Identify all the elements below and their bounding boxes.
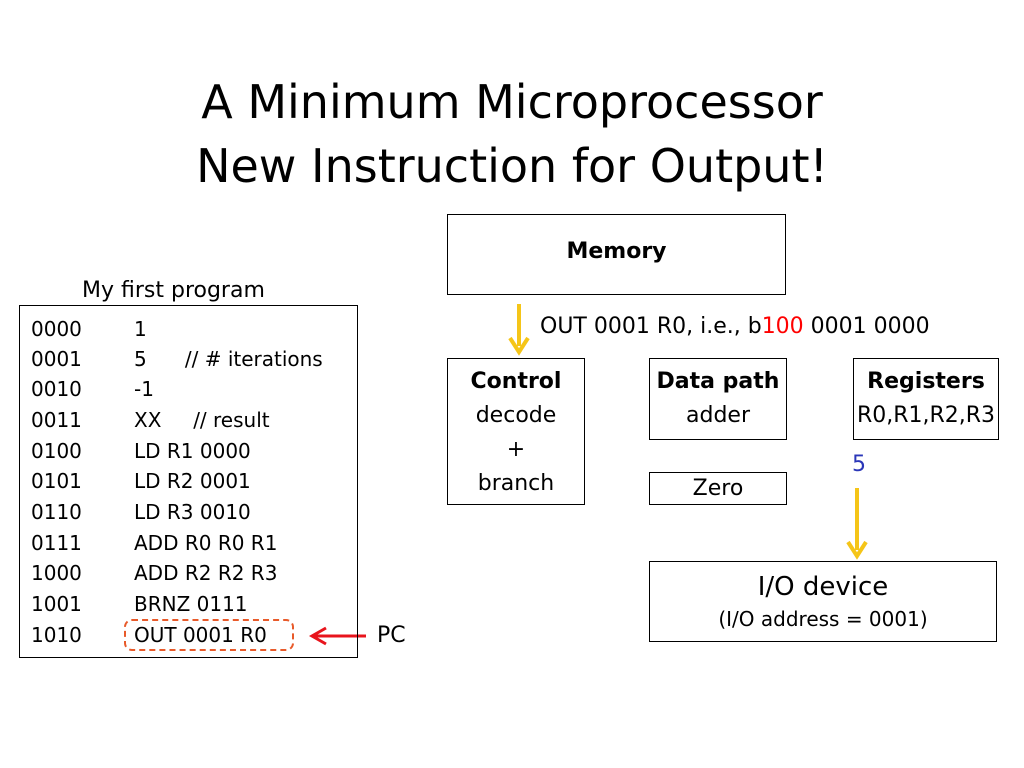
- program-instruction: LD R1 0000: [134, 439, 251, 463]
- registers-line: R0,R1,R2,R3: [856, 403, 996, 428]
- control-title: Control: [470, 369, 562, 394]
- program-address: 0001: [31, 347, 82, 371]
- program-address: 1000: [31, 561, 82, 585]
- control-line-branch: branch: [477, 471, 555, 496]
- program-address: 1001: [31, 592, 82, 616]
- out-instruction-label: OUT 0001 R0, i.e., b100 0001 0000: [540, 312, 930, 342]
- program-label: My first program: [82, 278, 265, 303]
- datapath-title: Data path: [656, 369, 780, 394]
- io-subtitle: (I/O address = 0001): [718, 607, 928, 631]
- control-box: Control decode + branch: [447, 358, 585, 505]
- pc-highlight: [124, 619, 294, 651]
- registers-to-io-arrow: [846, 488, 868, 560]
- registers-box: Registers R0,R1,R2,R3: [853, 358, 999, 440]
- control-line-decode: decode: [475, 403, 557, 428]
- program-instruction: 1: [134, 317, 147, 341]
- memory-label: Memory: [566, 239, 667, 264]
- control-line-plus: +: [506, 437, 526, 462]
- program-instruction: LD R2 0001: [134, 469, 251, 493]
- program-instruction: LD R3 0010: [134, 500, 251, 524]
- datapath-box: Data path adder: [649, 358, 787, 440]
- pc-label: PC: [377, 623, 406, 648]
- program-instruction: XX // result: [134, 408, 270, 432]
- program-listing: 0000 1 0001 5 // # iterations 0010 -1 0011 X…: [19, 305, 358, 658]
- program-instruction: -1: [134, 377, 154, 401]
- out-suffix: 0001 0000: [803, 314, 930, 339]
- program-address: 0011: [31, 408, 82, 432]
- memory-to-control-arrow: [508, 304, 530, 356]
- program-instruction: ADD R2 R2 R3: [134, 561, 278, 585]
- program-address: 1010: [31, 623, 82, 647]
- program-instruction: BRNZ 0111: [134, 592, 248, 616]
- program-instruction: OUT 0001 R0: [134, 623, 267, 647]
- registers-title: Registers: [867, 369, 985, 394]
- program-instruction: 5 // # iterations: [134, 347, 323, 371]
- program-address: 0110: [31, 500, 82, 524]
- program-address: 0101: [31, 469, 82, 493]
- zero-box: Zero: [649, 472, 787, 505]
- io-title: I/O device: [757, 572, 889, 602]
- io-device-box: I/O device (I/O address = 0001): [649, 561, 997, 642]
- slide-title: A Minimum Microprocessor New Instruction…: [0, 70, 1024, 198]
- title-line-2: New Instruction for Output!: [196, 139, 828, 193]
- program-instruction: ADD R0 R0 R1: [134, 531, 278, 555]
- program-address: 0100: [31, 439, 82, 463]
- title-line-1: A Minimum Microprocessor: [201, 75, 823, 129]
- out-opcode: 100: [761, 314, 804, 339]
- out-prefix: OUT 0001 R0, i.e., b: [540, 314, 762, 339]
- datapath-line: adder: [686, 403, 750, 428]
- output-value: 5: [852, 452, 866, 477]
- program-address: 0010: [31, 377, 82, 401]
- memory-box: Memory: [447, 214, 786, 295]
- program-address: 0111: [31, 531, 82, 555]
- program-address: 0000: [31, 317, 82, 341]
- zero-label: Zero: [692, 476, 744, 501]
